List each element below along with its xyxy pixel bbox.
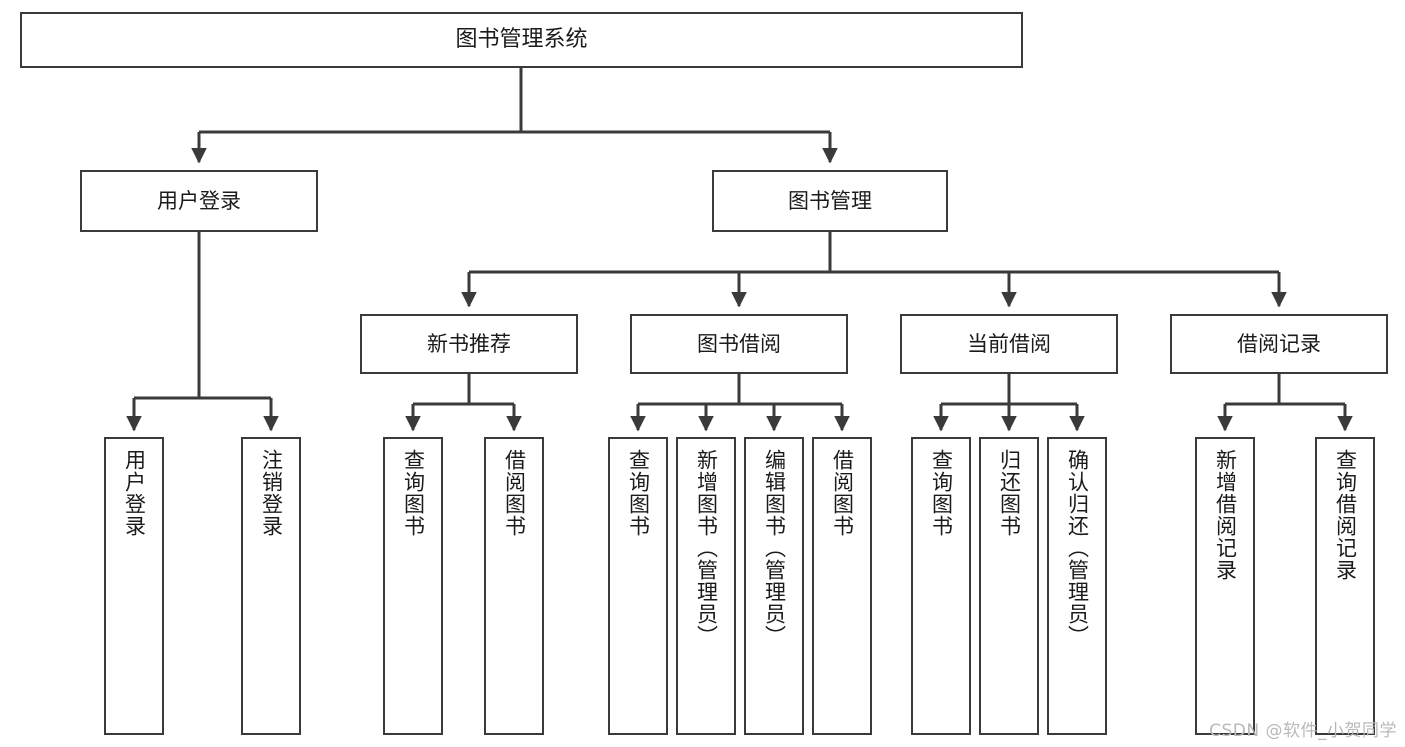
node-label: 注销登录 <box>259 449 284 537</box>
leaf-borrow-book-1[interactable]: 借阅图书 <box>484 437 544 735</box>
node-root-system[interactable]: 图书管理系统 <box>20 12 1023 68</box>
leaf-user-login[interactable]: 用户登录 <box>104 437 164 735</box>
node-label: 查询借阅记录 <box>1333 449 1358 581</box>
node-label: 当前借阅 <box>967 331 1051 356</box>
leaf-confirm-return[interactable]: 确认归还（管理员） <box>1047 437 1107 735</box>
node-label: 用户登录 <box>122 449 147 537</box>
leaf-query-book-3[interactable]: 查询图书 <box>911 437 971 735</box>
node-label: 新增借阅记录 <box>1213 449 1238 581</box>
leaf-query-record[interactable]: 查询借阅记录 <box>1315 437 1375 735</box>
node-label: 图书管理系统 <box>455 27 588 53</box>
node-label: 用户登录 <box>157 188 241 213</box>
leaf-borrow-book-2[interactable]: 借阅图书 <box>812 437 872 735</box>
node-borrow-record[interactable]: 借阅记录 <box>1170 314 1388 374</box>
node-label: 编辑图书（管理员） <box>762 449 787 647</box>
leaf-query-book-1[interactable]: 查询图书 <box>383 437 443 735</box>
leaf-add-book[interactable]: 新增图书（管理员） <box>676 437 736 735</box>
node-book-management[interactable]: 图书管理 <box>712 170 948 232</box>
watermark-text: CSDN @软件_小贺同学 <box>1209 721 1397 741</box>
node-user-login[interactable]: 用户登录 <box>80 170 318 232</box>
node-label: 借阅图书 <box>830 449 855 537</box>
node-label: 查询图书 <box>929 449 954 537</box>
node-label: 借阅图书 <box>502 449 527 537</box>
leaf-query-book-2[interactable]: 查询图书 <box>608 437 668 735</box>
node-label: 图书借阅 <box>697 331 781 356</box>
leaf-logout-login[interactable]: 注销登录 <box>241 437 301 735</box>
leaf-return-book[interactable]: 归还图书 <box>979 437 1039 735</box>
node-label: 图书管理 <box>788 188 872 213</box>
node-label: 归还图书 <box>997 449 1022 537</box>
node-label: 借阅记录 <box>1237 331 1321 356</box>
node-book-borrow[interactable]: 图书借阅 <box>630 314 848 374</box>
node-label: 确认归还（管理员） <box>1065 449 1090 647</box>
node-label: 新书推荐 <box>427 331 511 356</box>
node-new-book-recommend[interactable]: 新书推荐 <box>360 314 578 374</box>
node-label: 查询图书 <box>626 449 651 537</box>
node-label: 新增图书（管理员） <box>694 449 719 647</box>
leaf-add-record[interactable]: 新增借阅记录 <box>1195 437 1255 735</box>
node-label: 查询图书 <box>401 449 426 537</box>
node-current-borrow[interactable]: 当前借阅 <box>900 314 1118 374</box>
leaf-edit-book[interactable]: 编辑图书（管理员） <box>744 437 804 735</box>
